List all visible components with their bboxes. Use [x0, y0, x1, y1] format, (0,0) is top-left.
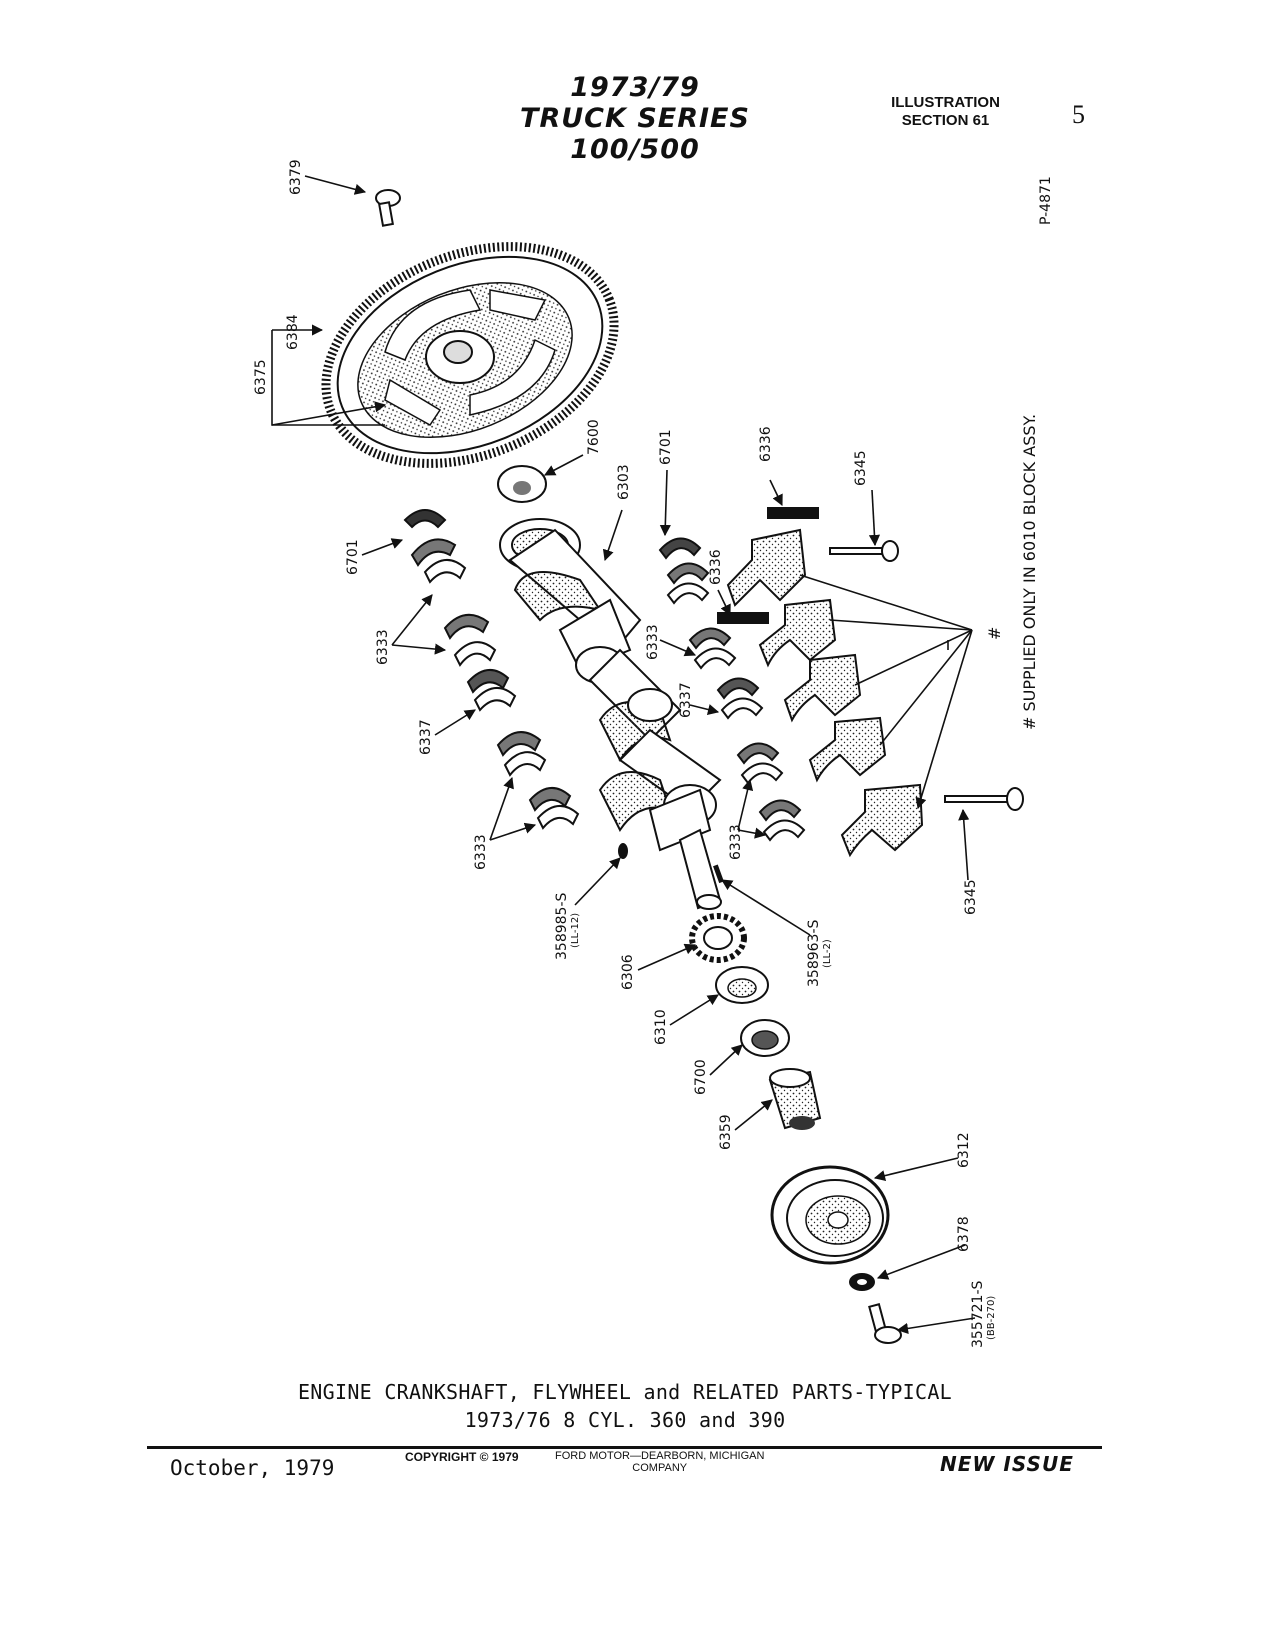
- label-355721-s-sub: (BB-270): [986, 1296, 997, 1340]
- label-355721-s: 355721-S: [970, 1281, 986, 1348]
- label-358985-s-sub: (LL-12): [570, 913, 581, 948]
- label-6336-mid: 6336: [708, 549, 724, 585]
- leader-lines: [271, 175, 976, 1334]
- label-6310: 6310: [653, 1009, 669, 1045]
- footer-company: FORD MOTOR—DEARBORN, MICHIGAN COMPANY: [555, 1450, 764, 1474]
- label-6345-top: 6345: [853, 450, 869, 486]
- label-6333-mid: 6333: [645, 624, 661, 660]
- label-6359: 6359: [718, 1114, 734, 1150]
- part-number-labels: 6379 6384 6375 7600 6303 6701 6336 6345 …: [253, 159, 997, 1348]
- page-number: 5: [1072, 100, 1085, 129]
- label-6337-left: 6337: [418, 719, 434, 755]
- label-6333-right-lower: 6333: [728, 824, 744, 860]
- label-7600: 7600: [586, 419, 602, 455]
- label-6337-mid: 6337: [678, 682, 694, 718]
- label-6378: 6378: [956, 1216, 972, 1252]
- label-358963-s-sub: (LL-2): [822, 939, 833, 968]
- label-6303: 6303: [616, 464, 632, 500]
- label-6375: 6375: [253, 359, 269, 395]
- main-bearing-halves-left: [403, 509, 580, 830]
- illustration-label: ILLUSTRATION: [891, 94, 1000, 111]
- label-6384: 6384: [285, 314, 301, 350]
- label-6701-top: 6701: [658, 429, 674, 465]
- figure-caption-line1: ENGINE CRANKSHAFT, FLYWHEEL and RELATED …: [297, 1380, 953, 1404]
- header-title-series: TRUCK SERIES 100/500: [520, 103, 750, 165]
- main-bearing-halves-right: [658, 537, 806, 842]
- label-6333-left-upper: 6333: [375, 629, 391, 665]
- supplied-only-note: # SUPPLIED ONLY IN 6010 BLOCK ASSY.: [1020, 414, 1039, 730]
- label-6700: 6700: [693, 1059, 709, 1095]
- label-6336-top: 6336: [758, 426, 774, 462]
- damper-washer-illustration: [849, 1273, 875, 1291]
- crank-spacer-illustration: [768, 1068, 822, 1130]
- footer-new-issue: NEW ISSUE: [940, 1452, 1074, 1476]
- oil-slinger-illustration: [715, 966, 769, 1004]
- damper-bolt-illustration: [868, 1302, 902, 1344]
- main-bearing-caps: [717, 507, 924, 858]
- front-seal-illustration: [740, 1019, 790, 1057]
- header-title-years: 1973/79: [570, 72, 700, 103]
- crankshaft-sprocket-illustration: [689, 913, 747, 963]
- label-6379: 6379: [288, 159, 304, 195]
- label-6306: 6306: [620, 954, 636, 990]
- label-6345-bottom: 6345: [963, 879, 979, 915]
- footer-copyright: COPYRIGHT © 1979: [405, 1450, 519, 1464]
- crankshaft-illustration: [499, 518, 722, 910]
- label-6333-left-lower: 6333: [473, 834, 489, 870]
- label-358963-s: 358963-S: [806, 920, 822, 987]
- vibration-damper-illustration: [770, 1165, 890, 1265]
- figure-code: P-4871: [1038, 176, 1054, 225]
- label-6312: 6312: [956, 1132, 972, 1168]
- section-label: SECTION 61: [901, 112, 990, 129]
- footer-company-line2: COMPANY: [632, 1462, 688, 1474]
- flywheel-bolt-illustration: [375, 189, 401, 227]
- footer-date: October, 1979: [170, 1456, 335, 1480]
- footer-rule: [147, 1446, 1102, 1449]
- flywheel-illustration: [321, 242, 619, 468]
- label-358985-s: 358985-S: [554, 893, 570, 960]
- crank-keys: [618, 843, 724, 884]
- footer-company-line1: FORD MOTOR—DEARBORN, MICHIGAN: [555, 1450, 765, 1462]
- pilot-bearing-illustration: [497, 465, 547, 503]
- label-6701-left: 6701: [345, 539, 361, 575]
- main-cap-bolts: [829, 540, 1024, 811]
- figure-caption-line2: 1973/76 8 CYL. 360 and 390: [464, 1408, 786, 1432]
- hash-mark: #: [985, 627, 1004, 640]
